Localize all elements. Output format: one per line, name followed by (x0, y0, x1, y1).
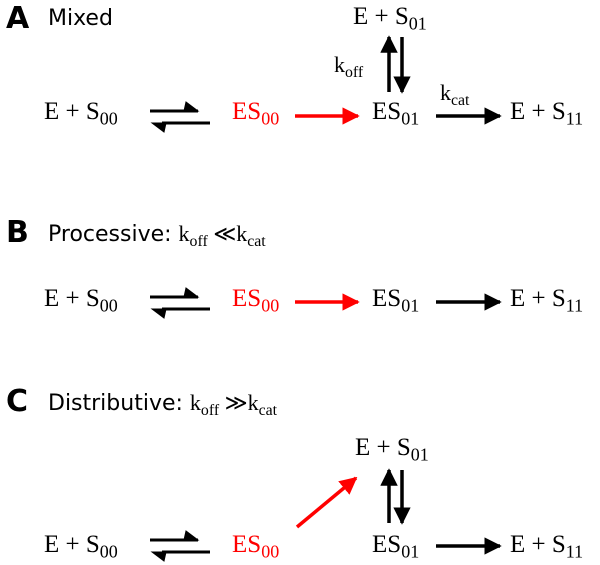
panel-b-equilibrium-arrow (150, 287, 210, 319)
panel-b-complex-es01: ES01 (372, 285, 420, 316)
panel-b-product: E + S11 (510, 285, 584, 316)
panel-c-reactant: E + S00 (44, 531, 118, 562)
panel-c-complex-es00: ES00 (232, 531, 280, 562)
panel-a-equilibrium-arrow (150, 101, 210, 133)
panel-b-arrows (150, 287, 502, 319)
panel-c-free-enzyme-s01: E + S01 (355, 434, 429, 465)
panel-a-letter: A (6, 1, 30, 36)
panel-b-title: Processive: koff ≪kcat (48, 221, 266, 250)
panel-c-complex-es01: ES01 (372, 531, 420, 562)
panel-a-koff-label: koff (334, 52, 364, 81)
panel-b-reactant: E + S00 (44, 285, 118, 316)
panel-a-complex-es01: ES01 (372, 98, 420, 129)
panel-c-letter: C (6, 384, 29, 419)
panel-a-reactant: E + S00 (44, 98, 118, 129)
panel-c-red-diagonal-arrow (295, 476, 358, 529)
panel-c-title: Distributive: koff ≫kcat (48, 390, 278, 419)
panel-a-kcat-label: kcat (440, 80, 470, 109)
panel-a-title: Mixed (48, 6, 113, 31)
panel-a-product: E + S11 (510, 98, 584, 129)
panel-c-arrows (150, 468, 502, 562)
panel-a-complex-es00: ES00 (232, 98, 280, 129)
panel-a-free-enzyme-s01: E + S01 (353, 3, 427, 34)
panel-b-complex-es00: ES00 (232, 285, 280, 316)
panel-c-equilibrium-arrow (150, 530, 210, 562)
panel-c-product: E + S11 (510, 531, 584, 562)
panel-b-letter: B (6, 215, 29, 250)
